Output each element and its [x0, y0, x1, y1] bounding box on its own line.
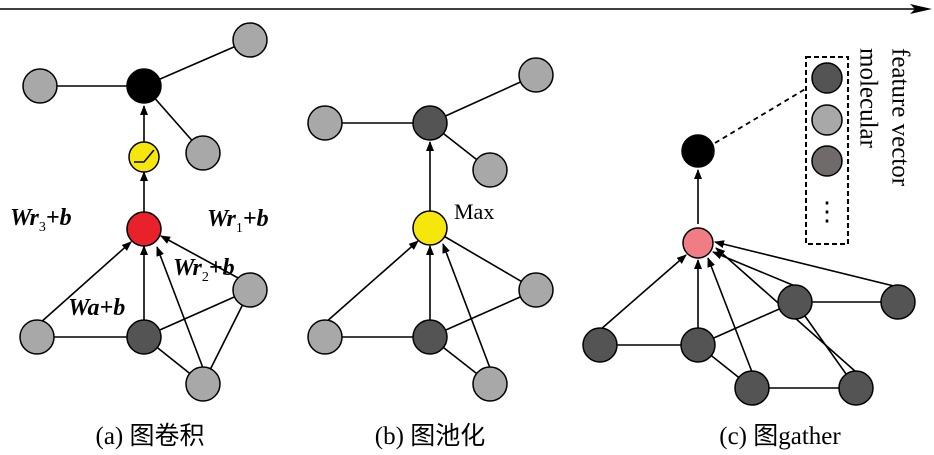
vector-ellipsis: ⋮	[814, 197, 840, 226]
panel-a-center-atom-node	[126, 319, 162, 355]
panel-a-neighbor-node	[185, 135, 221, 171]
panel-a-neighbor-node	[22, 68, 58, 104]
panel-b-node	[518, 272, 554, 308]
max-pooling-node	[412, 210, 448, 246]
panel-a-input-node	[185, 366, 221, 402]
gather-node	[682, 227, 714, 259]
label-wr1: Wr1+b	[207, 206, 269, 236]
panel-b-node	[307, 105, 343, 141]
caption-panel-b: (b) 图池化	[375, 422, 485, 450]
label-max: Max	[454, 199, 494, 224]
panel-c-node	[880, 284, 916, 320]
panel-c-node	[838, 370, 874, 406]
panel-a-graph-convolution: Wr3+b Wr1+b Wr2+b Wa+b (a) 图卷积	[10, 22, 269, 450]
molecular-feature-vector: ⋮	[805, 56, 849, 245]
label-wr3: Wr3+b	[10, 205, 72, 235]
label-wa-plus-b: Wa+b	[68, 295, 125, 321]
activation-function-node	[128, 141, 160, 173]
panel-a-neighbor-node	[232, 22, 268, 58]
panel-c-node	[582, 327, 618, 363]
feature-vector-entry	[811, 145, 843, 177]
panel-b-graph-pooling: Max (b) 图池化	[307, 57, 554, 450]
panel-b-node	[518, 57, 554, 93]
feature-vector-entry	[811, 62, 843, 94]
panel-b-node	[472, 152, 508, 188]
panel-a-input-node	[232, 272, 268, 308]
label-wr2: Wr2+b	[173, 255, 235, 285]
caption-panel-c: (c) 图gather	[719, 423, 841, 450]
panel-c-node	[680, 327, 716, 363]
panel-a-output-node	[126, 68, 162, 104]
panel-c-node	[777, 284, 813, 320]
panel-b-arrows	[324, 141, 491, 369]
panel-b-node	[472, 366, 508, 402]
caption-panel-a: (a) 图卷积	[96, 422, 205, 450]
gather-to-vector-dashed-line	[714, 87, 808, 144]
vector-label-molecular: molecular	[855, 48, 882, 149]
top-progress-arrow	[0, 4, 932, 14]
panel-b-node	[412, 105, 448, 141]
panel-c-arrows	[599, 169, 899, 373]
panel-c-graph-gather: ⋮ molecular feature vector (c) 图gather	[582, 48, 916, 450]
panel-a-arrows	[39, 105, 241, 369]
panel-c-node	[734, 370, 770, 406]
convolution-node	[126, 211, 162, 247]
gathered-graph-node	[681, 134, 715, 168]
panel-b-node	[412, 319, 448, 355]
panel-b-node	[307, 319, 343, 355]
feature-vector-entry	[811, 104, 843, 136]
panel-a-input-node	[19, 319, 55, 355]
vector-label-feature-vector: feature vector	[887, 48, 914, 187]
